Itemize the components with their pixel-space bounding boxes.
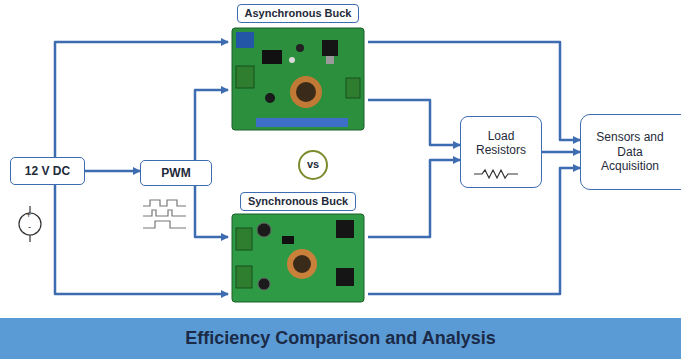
vs-circle: vs bbox=[298, 150, 328, 180]
load-box: Load Resistors bbox=[460, 116, 542, 188]
connector-arrow bbox=[368, 100, 460, 145]
source-box: 12 V DC bbox=[10, 157, 85, 185]
polarity-mark: - bbox=[28, 223, 31, 232]
connector-arrow bbox=[195, 90, 228, 160]
node-label: vs bbox=[307, 158, 319, 171]
node-label: Load Resistors bbox=[461, 129, 541, 158]
battery-lead bbox=[29, 235, 30, 242]
sync-board-photo bbox=[232, 214, 364, 302]
connector-arrow bbox=[368, 42, 580, 140]
connector-arrow bbox=[368, 168, 580, 294]
node-label: PWM bbox=[161, 166, 190, 180]
polarity-mark: + bbox=[26, 211, 31, 220]
sensor-box: Sensors and Data Acquisition bbox=[580, 114, 681, 190]
board-title: Asynchronous Buck bbox=[237, 4, 360, 23]
connector-arrow bbox=[55, 185, 228, 294]
converter-board: Synchronous Buck bbox=[228, 192, 368, 302]
connector-arrow bbox=[368, 160, 460, 237]
connector-arrow bbox=[542, 151, 580, 154]
node-label: 12 V DC bbox=[25, 164, 70, 178]
pwm-waveform bbox=[143, 200, 186, 228]
pwm-box: PWM bbox=[140, 160, 212, 186]
node-label: Efficiency Comparison and Analysis bbox=[185, 328, 495, 350]
connector-arrow bbox=[85, 170, 140, 173]
node-label: Sensors and Data Acquisition bbox=[587, 130, 673, 173]
connector-arrow bbox=[55, 42, 228, 157]
converter-board: Asynchronous Buck bbox=[228, 4, 368, 132]
title-band: Efficiency Comparison and Analysis bbox=[0, 318, 681, 359]
resistor-symbol bbox=[474, 170, 518, 178]
connector-arrow bbox=[195, 186, 228, 237]
async-board-photo bbox=[232, 28, 364, 130]
board-title: Synchronous Buck bbox=[240, 192, 356, 211]
